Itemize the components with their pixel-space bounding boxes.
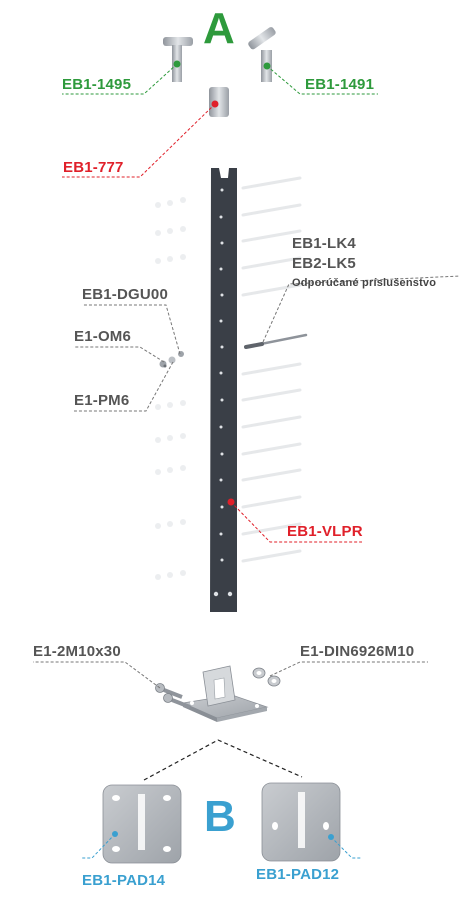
section-letter-a: A bbox=[203, 4, 235, 53]
washers-e1-din6926m10 bbox=[252, 667, 281, 687]
handrail-holder-eb1-1495 bbox=[163, 37, 193, 82]
rods bbox=[241, 176, 302, 563]
label-eb1-pad12: EB1-PAD12 bbox=[256, 866, 340, 883]
leader-e1-pm6 bbox=[74, 361, 174, 412]
split-lines bbox=[143, 739, 303, 781]
pad-eb1-pad12 bbox=[261, 782, 341, 862]
label-eb1-1491: EB1-1491 bbox=[305, 76, 375, 93]
base-mount bbox=[181, 665, 269, 722]
adapter-eb1-777 bbox=[209, 87, 229, 117]
label-e1-om6: E1-OM6 bbox=[74, 328, 132, 345]
label-eb2-lk5: EB2-LK5 bbox=[292, 255, 356, 272]
rod-eb1-lk4 bbox=[244, 333, 308, 349]
label-eb1-lk4: EB1-LK4 bbox=[292, 235, 356, 252]
label-eb1-dgu00: EB1-DGU00 bbox=[82, 286, 168, 303]
post-eb1-vlpr bbox=[210, 168, 237, 612]
pad-eb1-pad14 bbox=[102, 784, 182, 864]
label-recommended-accessories: Odporúčané príslušenstvo bbox=[292, 277, 437, 289]
leader-e1-om6 bbox=[74, 346, 165, 363]
leader-eb1-vlpr bbox=[230, 501, 362, 543]
section-letter-b: B bbox=[204, 792, 236, 841]
label-eb1-1495: EB1-1495 bbox=[62, 76, 132, 93]
label-e1-pm6: E1-PM6 bbox=[74, 392, 130, 409]
leader-e1-2m10x30 bbox=[33, 661, 161, 689]
leader-eb1-lk4 bbox=[262, 275, 461, 343]
leader-e1-din6926m10 bbox=[269, 661, 428, 677]
label-eb1-vlpr: EB1-VLPR bbox=[287, 523, 363, 540]
leader-eb1-pad12 bbox=[330, 836, 362, 859]
leader-eb1-1491 bbox=[266, 65, 378, 95]
handrail-holder-eb1-1491 bbox=[248, 27, 276, 82]
leader-eb1-pad14 bbox=[82, 833, 116, 859]
leader-eb1-777 bbox=[62, 103, 216, 178]
leader-eb1-dgu00 bbox=[82, 304, 181, 355]
faded-fittings bbox=[155, 197, 186, 580]
label-e1-din6926m10: E1-DIN6926M10 bbox=[300, 643, 415, 660]
label-eb1-pad14: EB1-PAD14 bbox=[82, 872, 166, 889]
label-eb1-777: EB1-777 bbox=[63, 159, 124, 176]
bolts-e1-2m10x30 bbox=[155, 683, 191, 709]
label-e1-2m10x30: E1-2M10x30 bbox=[33, 643, 121, 660]
